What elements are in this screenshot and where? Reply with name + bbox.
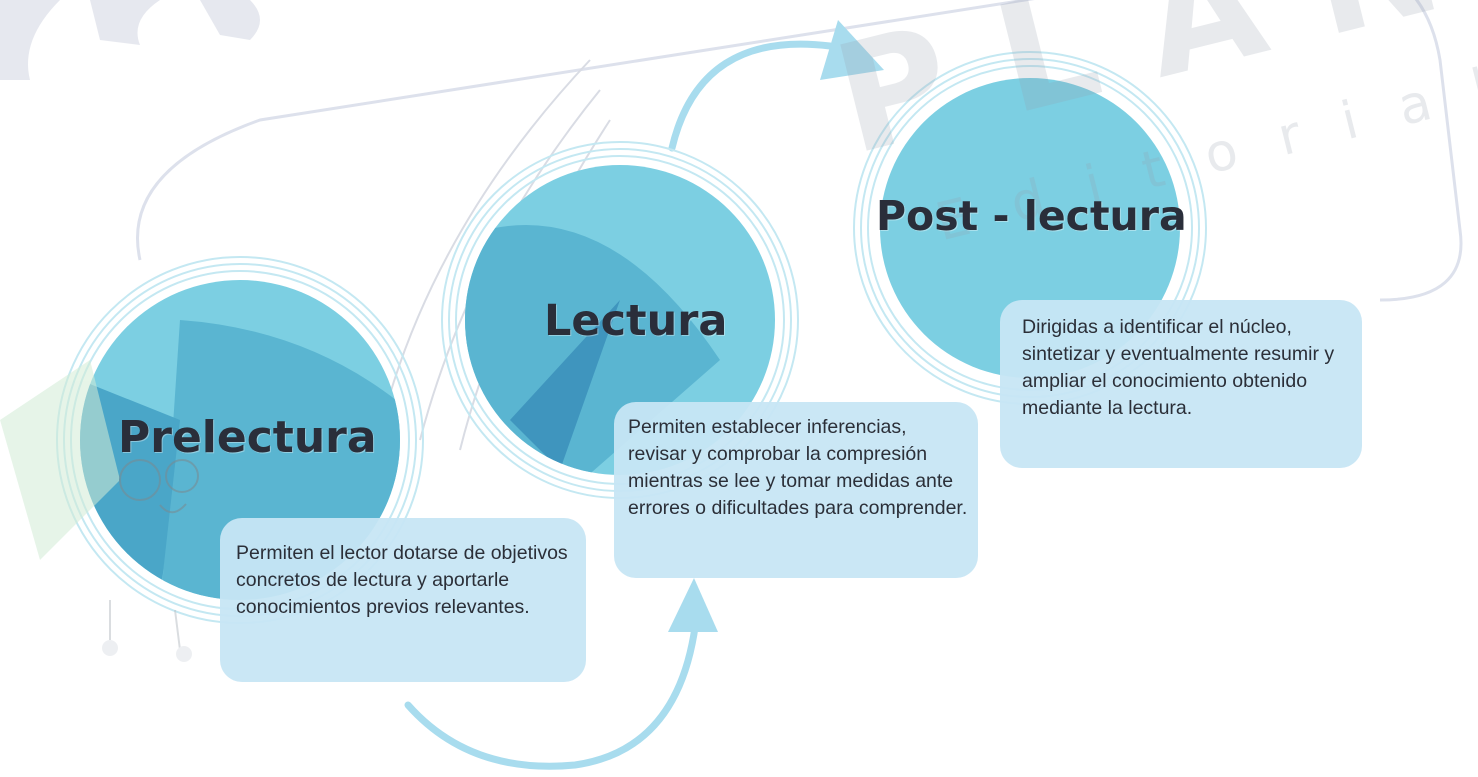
cycle-arrow-bottom xyxy=(404,616,700,770)
watermark-logo-shape xyxy=(0,0,60,80)
cycle-arrow-bottom-head xyxy=(668,578,718,632)
watermark-book-line xyxy=(379,59,591,431)
stage-title-post-lectura: Post - lectura xyxy=(876,192,1187,240)
stage-description-lectura: Permiten establecer inferencias, revisar… xyxy=(614,402,978,578)
stage-title-prelectura: Prelectura xyxy=(118,412,377,463)
watermark-mascot xyxy=(0,360,199,662)
cycle-arrow-top xyxy=(668,40,834,152)
stage-description-post-lectura: Dirigidas a identificar el núcleo, sinte… xyxy=(1000,300,1362,468)
stage-circle-lectura xyxy=(441,141,799,499)
cycle-arrow-top-head xyxy=(820,20,884,80)
watermark-band xyxy=(136,0,1463,302)
stage-description-prelectura: Permiten el lector dotarse de objetivos … xyxy=(220,518,586,682)
watermark-logo-shape xyxy=(200,0,260,40)
watermark-logo-shape xyxy=(90,0,160,45)
stage-title-lectura: Lectura xyxy=(544,296,728,346)
